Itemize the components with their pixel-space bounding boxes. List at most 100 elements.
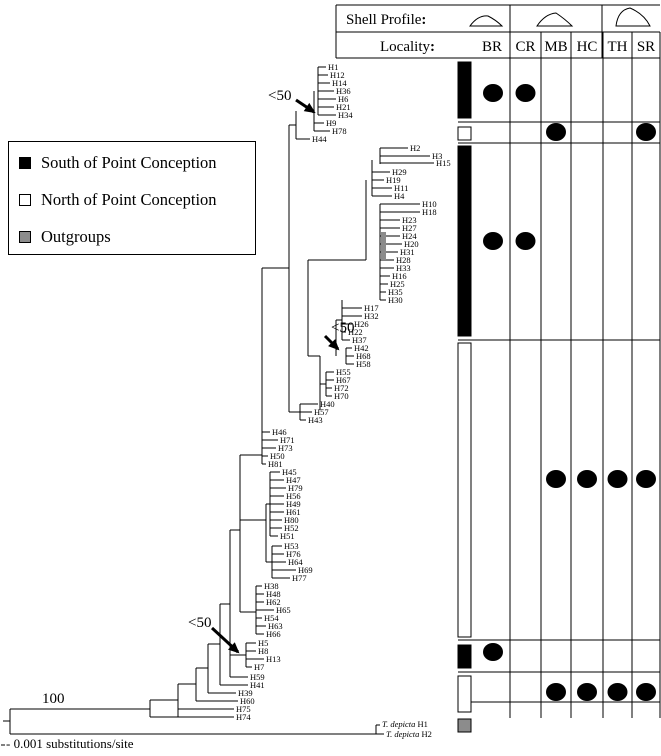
leaf-label: H8 [258, 646, 268, 656]
legend-swatch-south [19, 157, 31, 169]
leaf-label: H63 [268, 621, 283, 631]
legend-label: Outgroups [41, 227, 111, 246]
leaf-label: H71 [280, 435, 295, 445]
leaf-label: H65 [276, 605, 291, 615]
leaf-label: H29 [392, 167, 407, 177]
presence-dots [483, 84, 656, 701]
region-bar-north [457, 675, 472, 713]
node-support-label: <50 [188, 615, 211, 631]
leaf-label: H44 [312, 134, 327, 144]
leaf-label: H46 [272, 427, 287, 437]
locality-header-mb: MB [544, 39, 567, 55]
leaf-label: H1 [328, 62, 338, 72]
presence-dot-hc [577, 683, 597, 701]
leaf-label: H55 [336, 367, 351, 377]
locality-label: Locality: [380, 39, 435, 55]
leaf-label: H35 [388, 287, 403, 297]
locality-header-hc: HC [577, 39, 598, 55]
leaf-label: H32 [364, 311, 379, 321]
leaf-label: H45 [282, 467, 297, 477]
leaf-label: H60 [240, 696, 255, 706]
presence-dot-cr [515, 232, 536, 250]
distribution-grid [458, 5, 661, 718]
node-support-label: <50 [268, 88, 291, 104]
arrowhead-icon [227, 642, 240, 654]
leaf-label: H25 [390, 279, 405, 289]
leaf-label: H22 [348, 327, 363, 337]
leaf-label: H74 [236, 712, 251, 722]
shell-profile-label: Shell Profile: [346, 12, 426, 28]
region-bar-south [457, 61, 472, 119]
leaf-label: H56 [286, 491, 301, 501]
arrowhead-icon [303, 102, 316, 114]
legend-label: South of Point Conception [41, 153, 217, 172]
leaf-label: H47 [286, 475, 301, 485]
leaf-label: H66 [266, 629, 281, 639]
shell-profile-mid-icon [536, 12, 574, 27]
leaf-label: H43 [308, 415, 323, 425]
presence-dot-br [483, 643, 503, 661]
leaf-label: H57 [314, 407, 329, 417]
leaf-label: H42 [354, 343, 369, 353]
leaf-label: H28 [396, 255, 411, 265]
scale-bar-label: - 0.001 substitutions/site [6, 736, 134, 751]
leaf-label: H77 [292, 573, 307, 583]
leaf-label: H69 [298, 565, 313, 575]
presence-dot-mb [546, 470, 566, 488]
node-support-labels: 100 <50 <50 <50 [42, 88, 354, 707]
leaf-label: H27 [402, 223, 417, 233]
legend-label: North of Point Conception [41, 190, 217, 209]
leaf-label: H54 [264, 613, 279, 623]
presence-dot-th [607, 470, 628, 488]
leaf-label: H11 [394, 183, 408, 193]
presence-dot-mb [546, 683, 566, 701]
leaf-label: H76 [286, 549, 301, 559]
leaf-label: H14 [332, 78, 347, 88]
leaf-label: H19 [386, 175, 401, 185]
node-support-label: <50 [331, 320, 354, 336]
leaf-label: H61 [286, 507, 301, 517]
leaf-label: H3 [432, 151, 442, 161]
leaf-label: H17 [364, 303, 379, 313]
leaf-label: H31 [400, 247, 415, 257]
leaf-label: H33 [396, 263, 411, 273]
leaf-label: H41 [250, 680, 265, 690]
presence-dot-hc [577, 470, 597, 488]
leaf-label: H26 [354, 319, 369, 329]
leaf-label: H4 [394, 191, 405, 201]
shell-profile-high-icon [615, 7, 651, 27]
leaf-label: H48 [266, 589, 281, 599]
leaf-label: H53 [284, 541, 299, 551]
leaf-label: H64 [288, 557, 303, 567]
locality-header-br: BR [482, 39, 502, 55]
leaf-label: H39 [238, 688, 253, 698]
outgroup-label: T. depicta H1 [382, 719, 428, 729]
leaf-label: H23 [402, 215, 417, 225]
region-bar-outgroup [457, 718, 472, 733]
leaf-label: H58 [356, 359, 371, 369]
region-bars [457, 61, 472, 733]
leaf-label: H5 [258, 638, 268, 648]
presence-dot-mb [546, 123, 566, 141]
leaf-label: H59 [250, 672, 265, 682]
leaf-label: H16 [392, 271, 407, 281]
presence-dot-br [483, 232, 503, 250]
region-bar-south [457, 145, 472, 337]
leaf-label: H10 [422, 199, 437, 209]
legend: South of Point Conception North of Point… [8, 141, 256, 255]
leaf-label: H81 [268, 459, 283, 469]
leaf-label: H20 [404, 239, 419, 249]
leaf-label: H62 [266, 597, 281, 607]
root-support-label: 100 [42, 691, 65, 707]
leaf-label: H18 [422, 207, 437, 217]
presence-dot-th [607, 683, 628, 701]
leaf-label: H67 [336, 375, 351, 385]
legend-swatch-north [19, 194, 31, 206]
leaf-label: H9 [326, 118, 336, 128]
leaf-label: H78 [332, 126, 347, 136]
leaf-label: H68 [356, 351, 371, 361]
tree-leaf-labels: H1H12H14H36H6H21H34H9H78H44H2H3H15H29H19… [236, 62, 451, 739]
collapsed-clade-marker [381, 232, 386, 260]
